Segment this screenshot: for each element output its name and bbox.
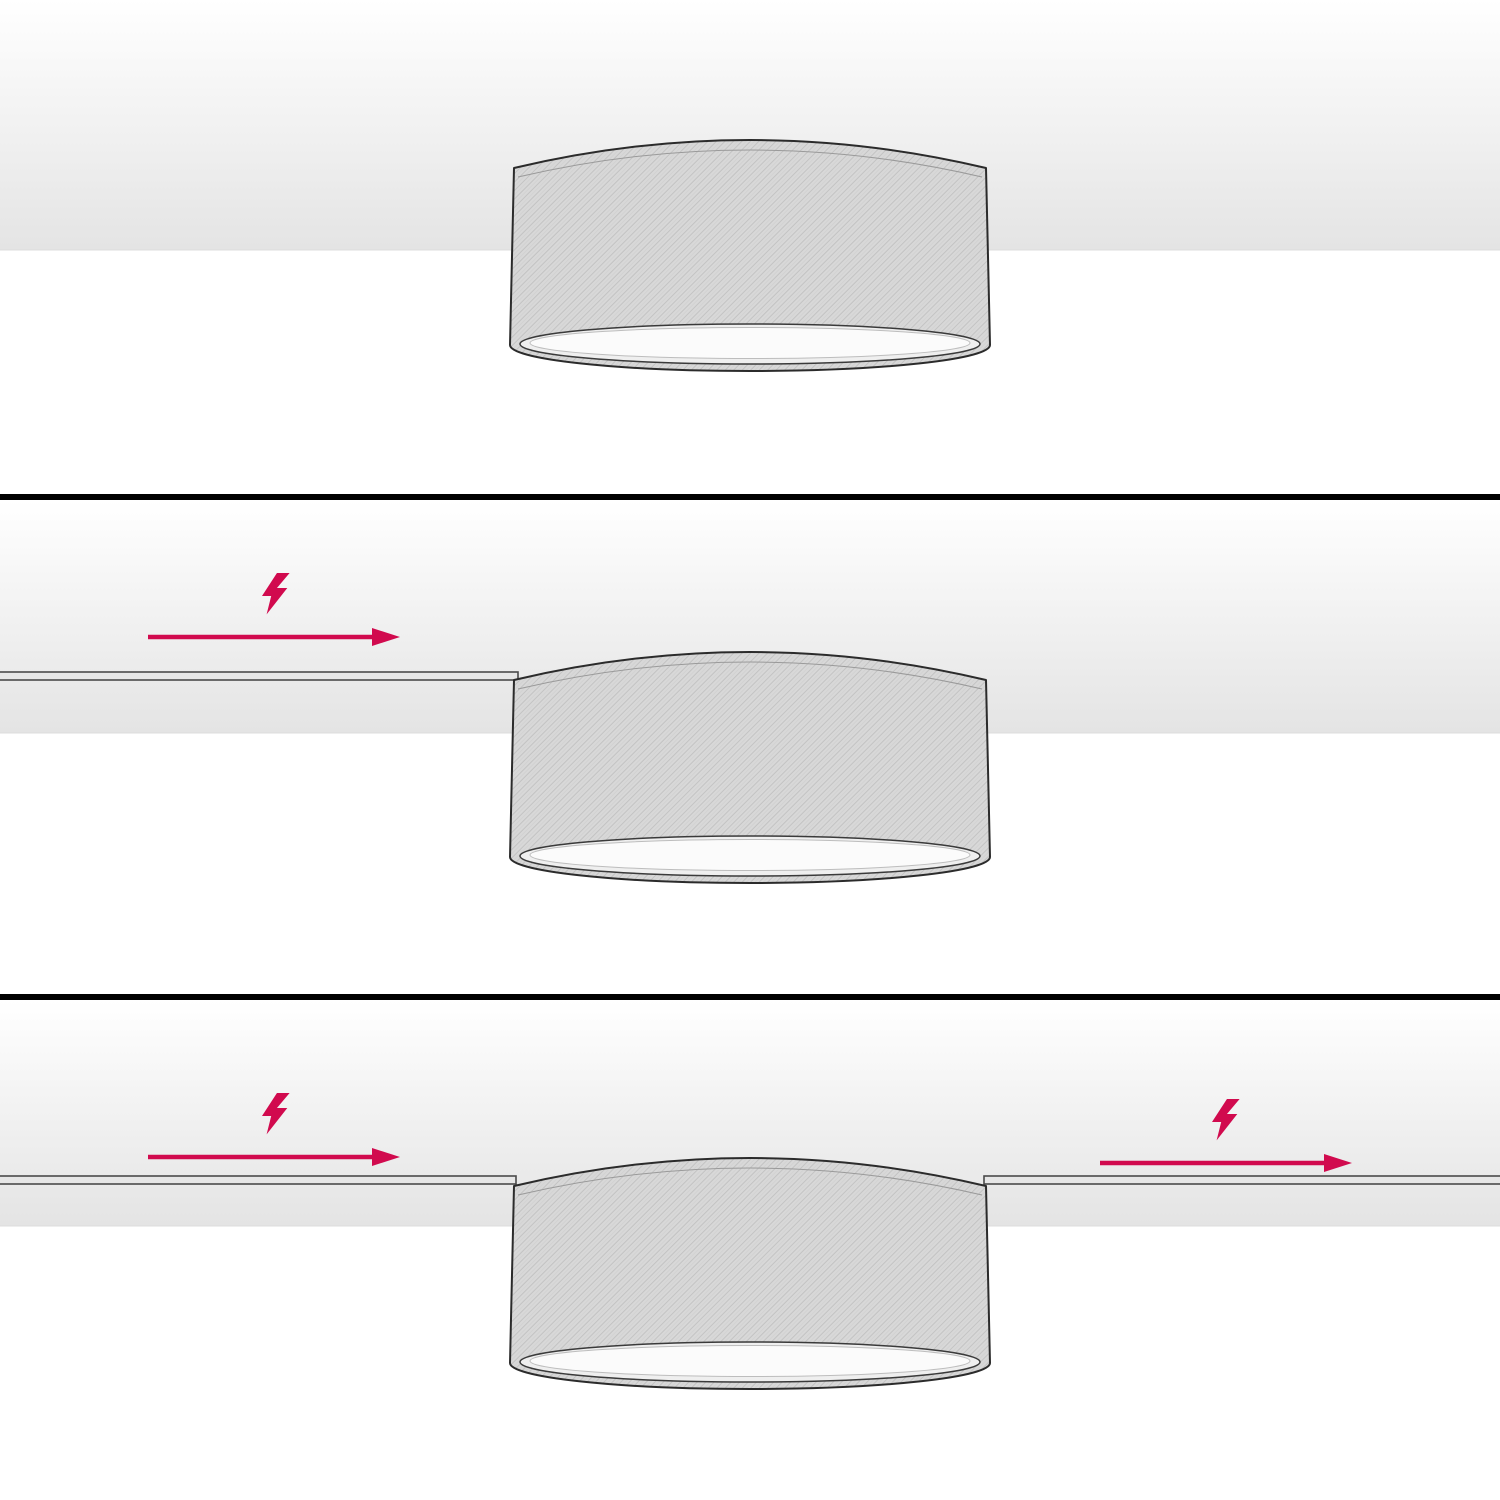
drum-lampshade bbox=[509, 139, 991, 372]
drum-lampshade bbox=[509, 651, 991, 884]
power-cable-right bbox=[983, 1175, 1500, 1185]
panel-separator bbox=[0, 494, 1500, 500]
drum-lampshade bbox=[509, 1157, 991, 1390]
panel-cable-in-left bbox=[0, 500, 1500, 994]
panel-lamp-only bbox=[0, 0, 1500, 494]
power-cable-left bbox=[0, 1175, 517, 1185]
power-cable-left bbox=[0, 671, 519, 681]
panel-cable-pass-through bbox=[0, 1000, 1500, 1500]
panel-separator bbox=[0, 994, 1500, 1000]
